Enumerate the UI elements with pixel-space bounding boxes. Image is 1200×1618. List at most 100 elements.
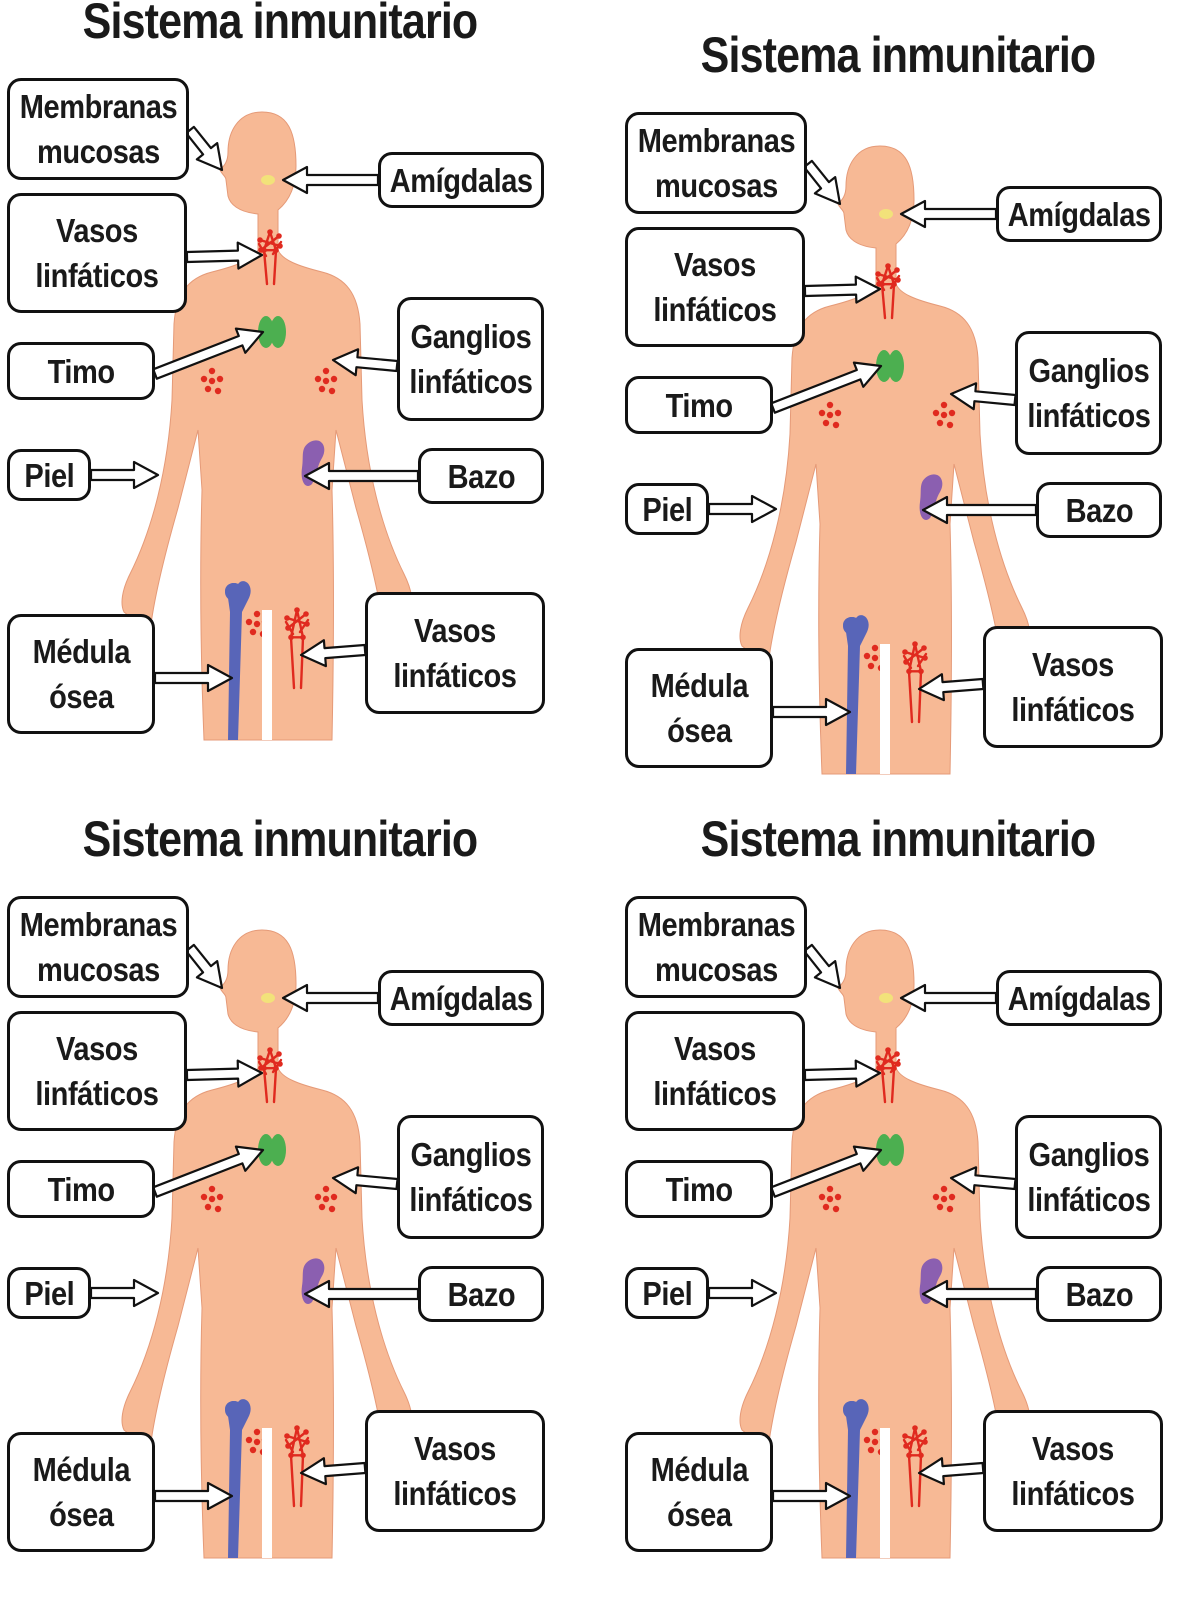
label-membranas-mucosas: Membranas mucosas (7, 78, 189, 180)
neck-lymph-vessels-organ (257, 229, 283, 286)
label-text: Timo (47, 1170, 115, 1208)
body-figure (707, 929, 1038, 1559)
label-text: Vasos linfáticos (35, 1030, 159, 1112)
label-text: Piel (642, 1274, 692, 1312)
pointer-arrow (770, 361, 883, 414)
label-vasos-linfaticos-pierna: Vasos linfáticos (365, 592, 545, 714)
label-text: Ganglios linfáticos (408, 318, 533, 400)
label-text: Ganglios linfáticos (1026, 1136, 1151, 1218)
thymus-organ (258, 316, 286, 348)
neck-lymph-vessels-organ (875, 263, 901, 320)
label-text: Bazo (1065, 1275, 1133, 1313)
label-text: Timo (47, 352, 115, 390)
label-ganglios-linfaticos: Ganglios linfáticos (397, 1115, 544, 1239)
label-text: Amígdalas (1007, 979, 1151, 1017)
label-text: Médula ósea (650, 667, 748, 749)
label-bazo: Bazo (1036, 1266, 1162, 1322)
lymph-nodes-left-organ (818, 401, 842, 429)
lymph-nodes-right-organ (932, 401, 956, 429)
lymph-nodes-left-organ (200, 1185, 224, 1213)
femur-bone-organ (225, 1399, 251, 1558)
pointer-arrow (303, 461, 420, 491)
thymus-organ (876, 350, 904, 382)
tonsils-organ (261, 993, 275, 1003)
femur-bone-organ (843, 1399, 869, 1558)
label-amigdalas: Amígdalas (378, 152, 544, 208)
label-amigdalas: Amígdalas (996, 970, 1162, 1026)
label-timo: Timo (7, 1160, 155, 1218)
diagram-title: Sistema inmunitario (700, 811, 1097, 867)
label-text: Piel (24, 1274, 74, 1312)
pointer-arrow (803, 159, 842, 206)
label-text: Membranas mucosas (19, 906, 177, 988)
label-vasos-linfaticos-cuello: Vasos linfáticos (625, 227, 805, 347)
label-membranas-mucosas: Membranas mucosas (625, 112, 807, 214)
pointer-arrow (303, 1279, 420, 1309)
label-bazo: Bazo (418, 1266, 544, 1322)
pointer-arrow (803, 275, 882, 304)
immune-diagram-panel-3: Sistema inmunitario Membranas mucosas Am… (0, 811, 600, 1618)
label-amigdalas: Amígdalas (378, 970, 544, 1026)
tonsils-organ (879, 993, 893, 1003)
pointer-arrow (899, 199, 998, 229)
lymph-nodes-right-organ (932, 1185, 956, 1213)
label-text: Membranas mucosas (637, 122, 795, 204)
thymus-organ (258, 1134, 286, 1166)
tonsils-organ (879, 209, 893, 219)
label-vasos-linfaticos-pierna: Vasos linfáticos (365, 1410, 545, 1532)
pointer-arrow (771, 697, 852, 727)
pointer-arrow (921, 1279, 1038, 1309)
body-figure (89, 111, 420, 741)
label-timo: Timo (625, 1160, 773, 1218)
body-figure (707, 145, 1038, 775)
label-text: Vasos linfáticos (653, 1030, 777, 1112)
thymus-organ (876, 1134, 904, 1166)
pointer-arrow (185, 1059, 264, 1088)
label-text: Vasos linfáticos (393, 612, 517, 694)
label-timo: Timo (7, 342, 155, 400)
femur-bone-organ (225, 581, 251, 740)
pointer-arrow (707, 494, 778, 524)
label-piel: Piel (7, 1267, 91, 1319)
pointer-arrow (707, 1278, 778, 1308)
label-vasos-linfaticos-pierna: Vasos linfáticos (983, 626, 1163, 748)
label-text: Timo (665, 386, 733, 424)
label-text: Piel (24, 456, 74, 494)
label-text: Timo (665, 1170, 733, 1208)
pointer-arrow (917, 673, 985, 702)
pointer-arrow (281, 983, 380, 1013)
pointer-arrow (949, 1166, 1017, 1195)
label-text: Ganglios linfáticos (408, 1136, 533, 1218)
label-vasos-linfaticos-cuello: Vasos linfáticos (7, 193, 187, 313)
lymph-nodes-right-organ (314, 1185, 338, 1213)
pointer-arrow (949, 382, 1017, 411)
label-piel: Piel (625, 483, 709, 535)
label-bazo: Bazo (418, 448, 544, 504)
label-ganglios-linfaticos: Ganglios linfáticos (1015, 1115, 1162, 1239)
label-medula-osea: Médula ósea (7, 614, 155, 734)
pointer-arrow (153, 663, 234, 693)
pointer-arrow (331, 1166, 399, 1195)
label-text: Vasos linfáticos (1011, 1430, 1135, 1512)
label-medula-osea: Médula ósea (7, 1432, 155, 1552)
immune-diagram-panel-1: Sistema inmunitario Membranas mucosas Am… (0, 0, 600, 800)
label-ganglios-linfaticos: Ganglios linfáticos (1015, 331, 1162, 455)
diagram-title: Sistema inmunitario (700, 27, 1097, 83)
label-text: Vasos linfáticos (653, 246, 777, 328)
label-text: Bazo (447, 1275, 515, 1313)
pointer-arrow (152, 1145, 265, 1198)
label-text: Membranas mucosas (637, 906, 795, 988)
label-text: Bazo (447, 457, 515, 495)
pointer-arrow (281, 165, 380, 195)
diagram-title: Sistema inmunitario (82, 0, 479, 49)
body-figure (89, 929, 420, 1559)
neck-lymph-vessels-organ (257, 1047, 283, 1104)
pointer-arrow (185, 943, 224, 990)
leg-lymph-vessels-organ (902, 1425, 928, 1508)
pointer-arrow (331, 348, 399, 377)
label-membranas-mucosas: Membranas mucosas (7, 896, 189, 998)
label-piel: Piel (7, 449, 91, 501)
pointer-arrow (299, 1457, 367, 1486)
pointer-arrow (921, 495, 1038, 525)
label-medula-osea: Médula ósea (625, 1432, 773, 1552)
